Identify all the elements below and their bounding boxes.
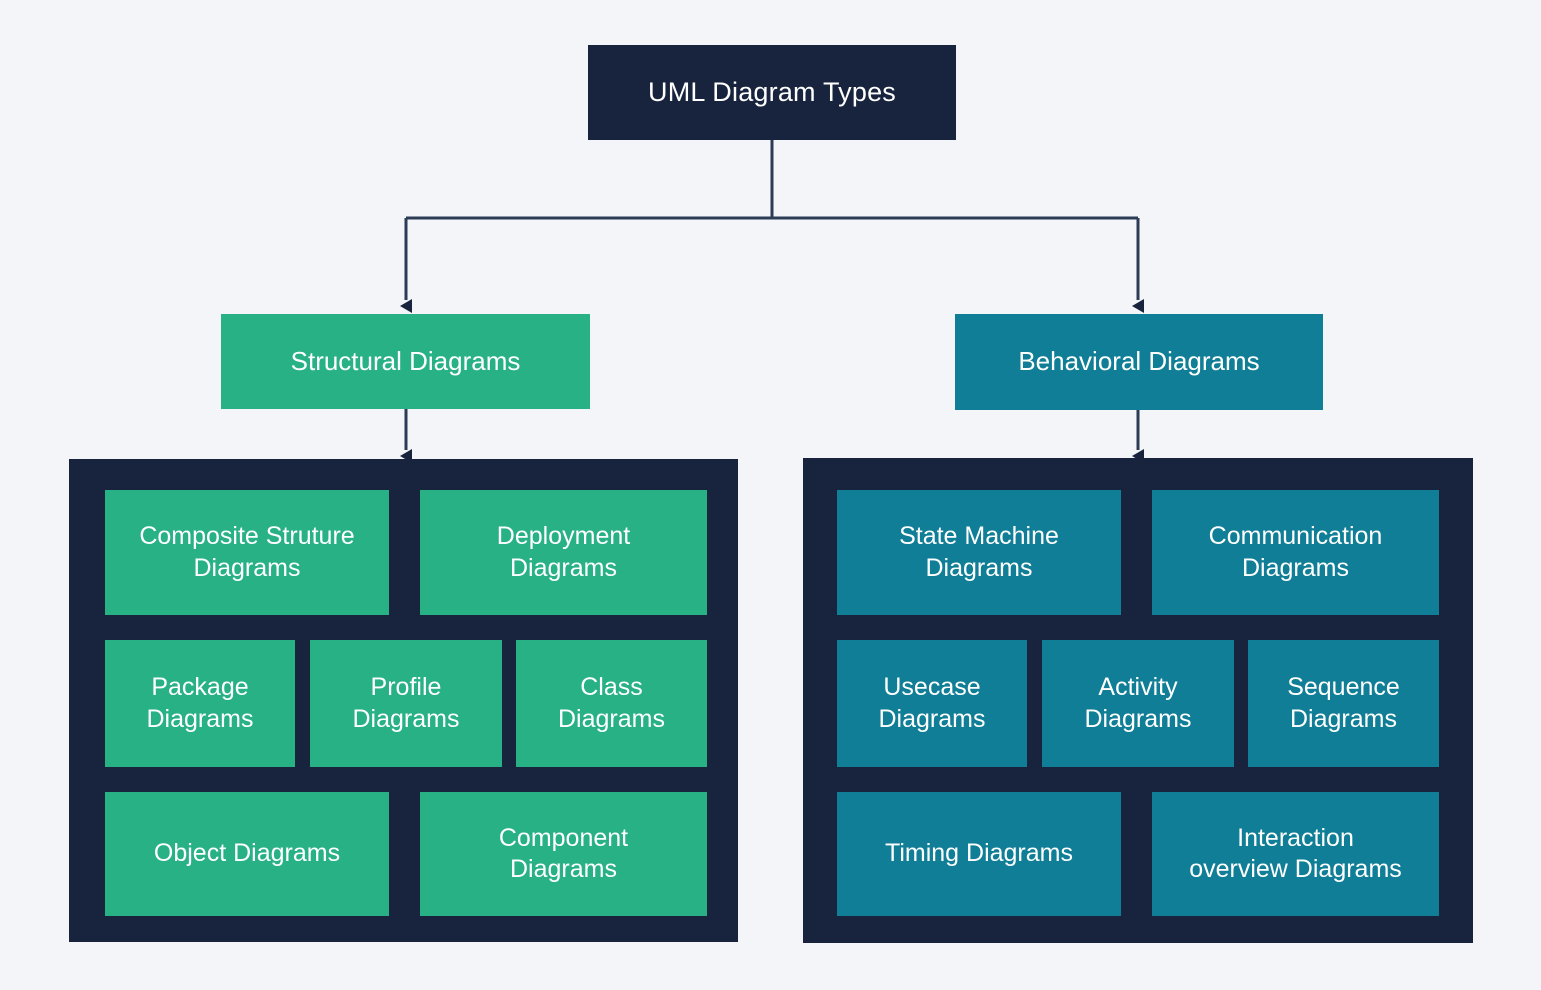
branch-node-structural-diagrams[interactable]: Structural Diagrams: [221, 314, 590, 409]
leaf-composite-structure-diagrams[interactable]: Composite Struture Diagrams: [105, 490, 389, 615]
leaf-deployment-diagrams[interactable]: Deployment Diagrams: [420, 490, 707, 615]
root-node-uml-diagram-types[interactable]: UML Diagram Types: [588, 45, 956, 140]
leaf-interaction-overview-diagrams[interactable]: Interaction overview Diagrams: [1152, 792, 1439, 916]
leaf-object-diagrams[interactable]: Object Diagrams: [105, 792, 389, 916]
leaf-activity-diagrams[interactable]: Activity Diagrams: [1042, 640, 1234, 767]
behavioral-diagrams-panel: State Machine Diagrams Communication Dia…: [803, 458, 1473, 943]
leaf-profile-diagrams[interactable]: Profile Diagrams: [310, 640, 502, 767]
leaf-sequence-diagrams[interactable]: Sequence Diagrams: [1248, 640, 1439, 767]
leaf-package-diagrams[interactable]: Package Diagrams: [105, 640, 295, 767]
structural-diagrams-panel: Composite Struture Diagrams Deployment D…: [69, 459, 738, 942]
leaf-class-diagrams[interactable]: Class Diagrams: [516, 640, 707, 767]
leaf-timing-diagrams[interactable]: Timing Diagrams: [837, 792, 1121, 916]
leaf-component-diagrams[interactable]: Component Diagrams: [420, 792, 707, 916]
leaf-state-machine-diagrams[interactable]: State Machine Diagrams: [837, 490, 1121, 615]
branch-node-behavioral-diagrams[interactable]: Behavioral Diagrams: [955, 314, 1323, 410]
leaf-usecase-diagrams[interactable]: Usecase Diagrams: [837, 640, 1027, 767]
leaf-communication-diagrams[interactable]: Communication Diagrams: [1152, 490, 1439, 615]
